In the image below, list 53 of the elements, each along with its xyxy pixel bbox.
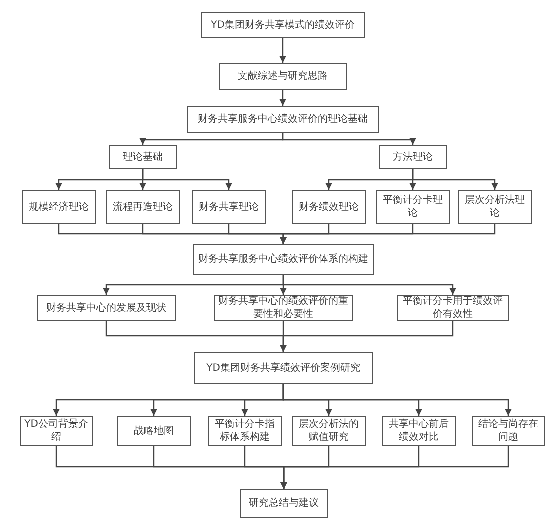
box-label: 规模经济理论 [29, 200, 89, 214]
process-box [458, 190, 532, 224]
box-label: 财务共享服务中心绩效评价体系的构建 [198, 253, 368, 266]
box-label: 方法理论 [393, 150, 433, 164]
process-box [37, 295, 176, 321]
box-label: 财务共享理论 [199, 200, 259, 214]
arrow [142, 169, 232, 190]
process-box [382, 416, 456, 446]
box-label: YD公司背景介绍 [24, 418, 89, 444]
box-label: 结论与尚存在问题 [478, 418, 540, 444]
box-label: 财务共享中心的绩效评价的重要性和必要性 [218, 295, 349, 321]
box-label: 层次分析法理论 [464, 194, 526, 220]
process-box [117, 416, 191, 446]
box-label: YD集团财务共享绩效评价案例研究 [206, 362, 360, 374]
box-label: 共享中心前后绩效对比 [388, 418, 450, 444]
process-box [194, 352, 373, 384]
arrow [282, 133, 416, 145]
process-box [292, 416, 366, 446]
box-label: 战略地图 [134, 424, 174, 438]
box-label: 理论基础 [123, 150, 163, 164]
process-box [240, 489, 328, 518]
process-box [376, 190, 450, 224]
box-label: 平衡计分卡指标体系构建 [214, 418, 276, 444]
process-box [109, 145, 177, 169]
process-box [187, 106, 379, 133]
process-box [292, 190, 366, 224]
process-box [201, 12, 365, 38]
arrow [412, 169, 498, 190]
box-label: 文献综述与研究思路 [238, 70, 328, 83]
box-label: 平衡计分卡用于绩效评价有效性 [402, 295, 504, 321]
box-label: 财务共享服务中心绩效评价的理论基础 [198, 113, 368, 126]
arrow [280, 38, 286, 63]
process-box [219, 63, 347, 90]
box-label: 研究总结与建议 [249, 497, 319, 510]
box-label: 流程再造理论 [113, 200, 173, 214]
process-box [192, 190, 266, 224]
arrow [280, 90, 286, 106]
process-box [472, 416, 545, 446]
arrow [282, 384, 512, 416]
process-box [22, 190, 96, 224]
box-label: 财务绩效理论 [299, 200, 359, 214]
process-box [208, 416, 282, 446]
box-label: 层次分析法的赋值研究 [298, 418, 360, 444]
box-label: YD集团财务共享模式的绩效评价 [211, 18, 355, 32]
process-box [106, 190, 180, 224]
box-label: 财务共享中心的发展及现状 [46, 302, 166, 314]
arrow [280, 446, 510, 489]
arrow [280, 321, 454, 352]
arrow [280, 224, 496, 244]
process-box [193, 244, 374, 275]
process-box [379, 145, 447, 169]
arrow [282, 275, 456, 295]
box-label: 平衡计分卡理论 [382, 194, 444, 220]
